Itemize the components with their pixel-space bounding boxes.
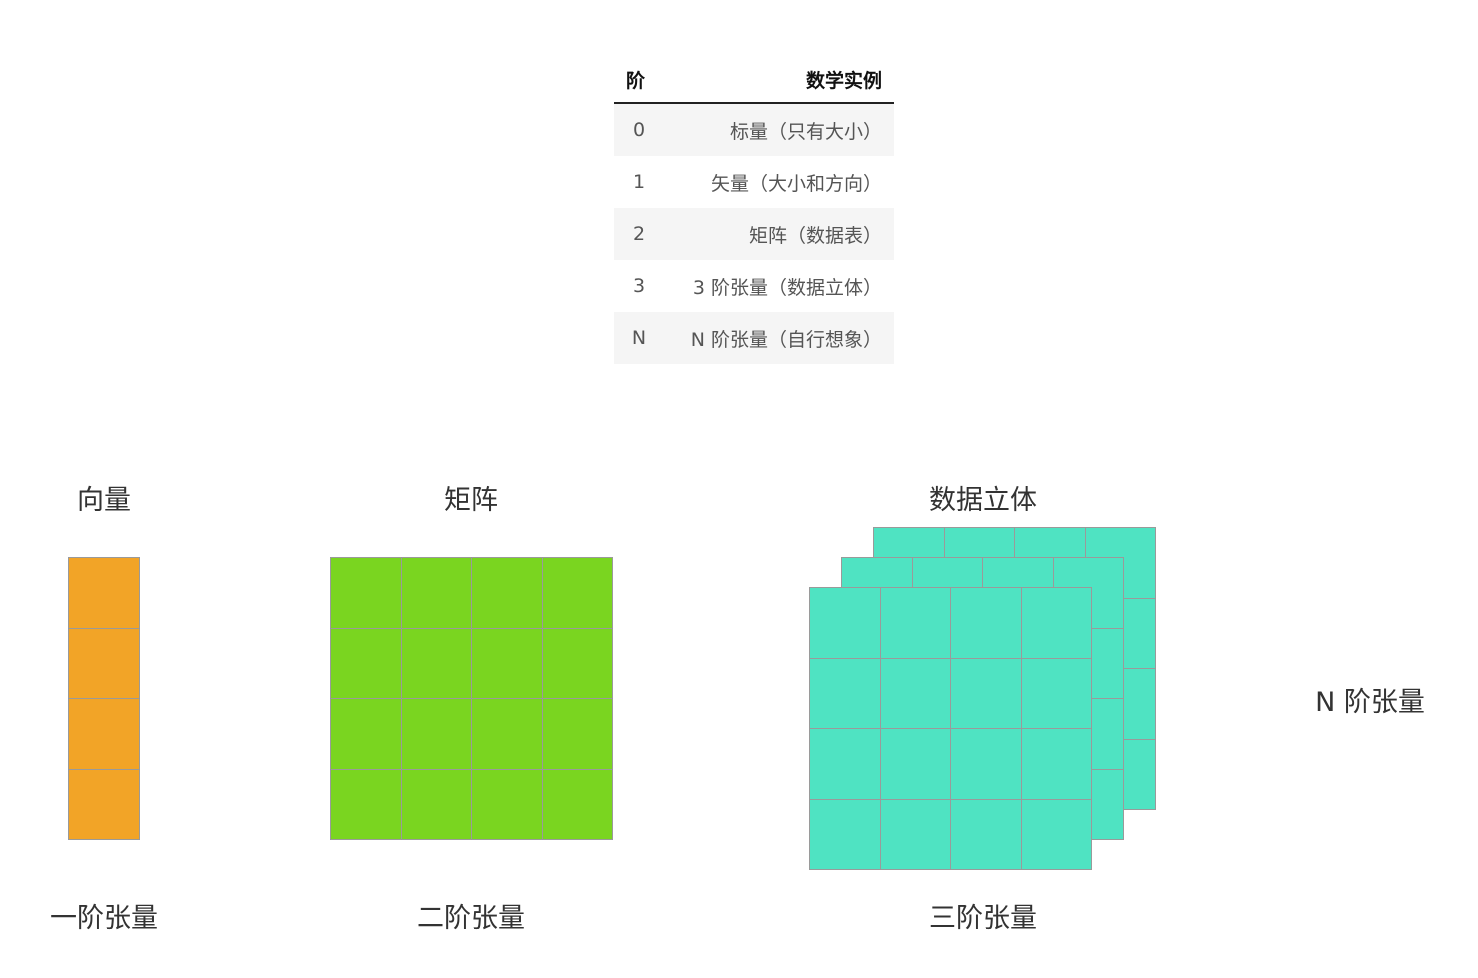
matrix-cell (471, 557, 543, 629)
cube-cell (1020, 728, 1092, 800)
table-header-row: 阶 数学实例 (614, 56, 894, 103)
table-row: N N 阶张量（自行想象） (614, 312, 894, 364)
cube-cell (950, 728, 1022, 800)
vector-caption: 一阶张量 (50, 903, 158, 934)
vector-cell (68, 557, 140, 629)
example-cell: N 阶张量（自行想象） (690, 328, 882, 351)
rank-cell: 2 (632, 223, 646, 245)
vector-cell (68, 627, 140, 699)
matrix-cell (400, 557, 472, 629)
vector-title: 向量 (77, 485, 131, 516)
cube-cell (809, 657, 881, 729)
rank-cell: 0 (632, 119, 646, 141)
matrix-cell (400, 627, 472, 699)
matrix-cell (330, 698, 402, 770)
matrix-cell (330, 768, 402, 840)
cube-cell (809, 587, 881, 659)
vector-cell (68, 698, 140, 770)
cube-cell (1020, 798, 1092, 870)
example-cell: 矩阵（数据表） (748, 224, 882, 247)
example-cell: 矢量（大小和方向） (710, 172, 882, 195)
table-row: 3 3 阶张量（数据立体） (614, 260, 894, 312)
cube-cell (950, 798, 1022, 870)
header-rank: 阶 (626, 69, 646, 92)
matrix-caption: 二阶张量 (417, 903, 525, 934)
matrix-title: 矩阵 (444, 485, 498, 516)
vector-cell (68, 768, 140, 840)
rank-table: 阶 数学实例 0 标量（只有大小） 1 矢量（大小和方向） 2 矩阵（数据表） … (614, 56, 894, 364)
cube-cell (950, 657, 1022, 729)
matrix-cell (330, 627, 402, 699)
example-cell: 3 阶张量（数据立体） (692, 276, 882, 299)
matrix-cell (541, 627, 613, 699)
cube-cell (879, 657, 951, 729)
matrix-cell (330, 557, 402, 629)
cube-cell (1020, 657, 1092, 729)
cube-caption: 三阶张量 (929, 903, 1037, 934)
cube-title: 数据立体 (929, 485, 1037, 516)
matrix-cell (400, 768, 472, 840)
matrix-cell (400, 698, 472, 770)
header-example: 数学实例 (805, 69, 882, 92)
cube-cell (879, 587, 951, 659)
cube-cell (809, 728, 881, 800)
rank-cell: N (631, 327, 647, 349)
matrix-cell (541, 698, 613, 770)
cube-cell (879, 798, 951, 870)
table-row: 0 标量（只有大小） (614, 103, 894, 156)
rank-cell: 1 (632, 171, 646, 193)
matrix-cell (471, 768, 543, 840)
matrix-cell (541, 768, 613, 840)
rank-cell: 3 (632, 275, 646, 297)
cube-cell (1020, 587, 1092, 659)
cube-cell (809, 798, 881, 870)
matrix-cell (471, 627, 543, 699)
matrix-cell (541, 557, 613, 629)
table-row: 2 矩阵（数据表） (614, 208, 894, 260)
cube-cell (950, 587, 1022, 659)
table-row: 1 矢量（大小和方向） (614, 156, 894, 208)
cube-cell (879, 728, 951, 800)
n-tensor-caption: N 阶张量 (1315, 687, 1425, 718)
matrix-cell (471, 698, 543, 770)
example-cell: 标量（只有大小） (729, 120, 882, 143)
